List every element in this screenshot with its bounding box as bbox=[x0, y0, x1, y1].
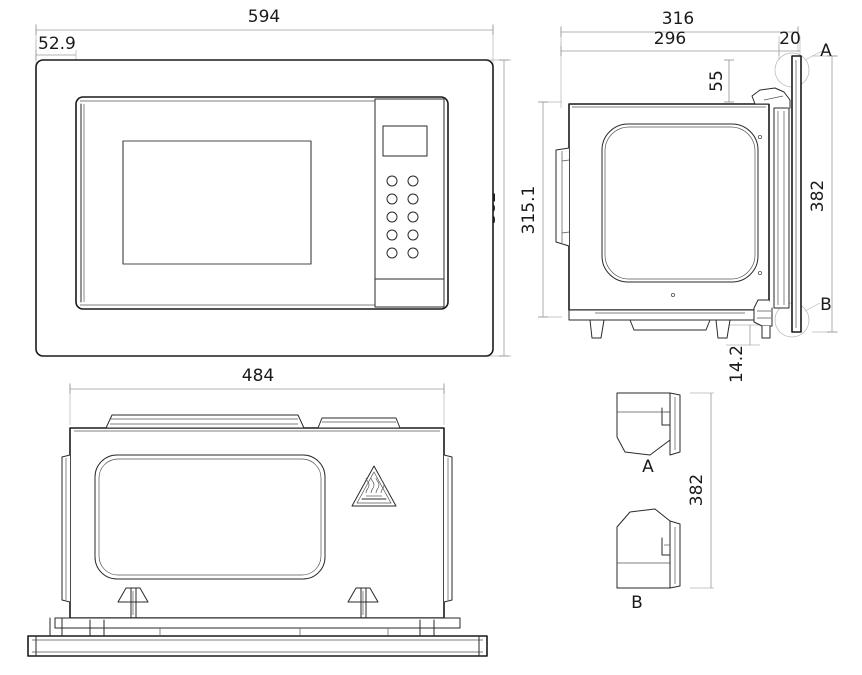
screw-dot bbox=[758, 134, 763, 139]
side-door-flange bbox=[751, 55, 802, 339]
display-screen bbox=[382, 125, 428, 157]
dimension-detail-382: 382 bbox=[687, 392, 714, 589]
top-front-trim bbox=[27, 617, 488, 657]
detail-views: 382 A B bbox=[616, 392, 714, 613]
front-view: 594 52.9 382 bbox=[35, 7, 511, 357]
dim-label-484: 484 bbox=[242, 366, 274, 386]
dimension-side-height-382: 382 bbox=[808, 55, 838, 333]
panel-button[interactable] bbox=[386, 229, 398, 241]
side-cavity bbox=[601, 123, 763, 297]
panel-button[interactable] bbox=[407, 211, 419, 223]
dimension-side-hinge-55: 55 bbox=[707, 59, 734, 103]
hot-surface-warning-symbol bbox=[351, 465, 397, 507]
panel-button[interactable] bbox=[386, 193, 398, 205]
button-grid bbox=[386, 175, 419, 259]
side-view: 316 296 20 55 bbox=[519, 9, 838, 383]
detail-a-label: A bbox=[642, 457, 654, 477]
panel-button[interactable] bbox=[386, 211, 398, 223]
top-mounting-clips bbox=[117, 587, 379, 619]
dim-label-14-2: 14.2 bbox=[727, 345, 747, 383]
detail-a: A bbox=[616, 392, 681, 477]
front-control-panel bbox=[374, 98, 445, 308]
dim-label-55: 55 bbox=[707, 70, 727, 92]
panel-button[interactable] bbox=[407, 229, 419, 241]
detail-b-label: B bbox=[631, 593, 643, 613]
top-panel bbox=[94, 454, 326, 580]
side-feet bbox=[568, 309, 770, 339]
panel-button[interactable] bbox=[407, 193, 419, 205]
detail-b: B bbox=[616, 508, 681, 613]
panel-button[interactable] bbox=[386, 175, 398, 187]
dim-label-315-1: 315.1 bbox=[519, 186, 539, 235]
dim-label-296: 296 bbox=[654, 29, 686, 49]
panel-button[interactable] bbox=[407, 247, 419, 259]
dim-label-20: 20 bbox=[779, 29, 801, 49]
dimension-front-width-594: 594 bbox=[35, 7, 494, 95]
screw-dot bbox=[671, 292, 676, 297]
callout-a-label: A bbox=[820, 41, 832, 61]
dimension-side-foot-14-2: 14.2 bbox=[726, 324, 760, 383]
front-door-window bbox=[122, 140, 312, 265]
panel-button[interactable] bbox=[386, 247, 398, 259]
dimension-side-body-315-1: 315.1 bbox=[519, 101, 562, 318]
dimension-side-flange-20: 20 bbox=[778, 29, 801, 56]
panel-button[interactable] bbox=[407, 175, 419, 187]
dim-label-594: 594 bbox=[248, 7, 280, 27]
dim-label-52-9: 52.9 bbox=[38, 34, 76, 54]
dim-label-side-382: 382 bbox=[808, 180, 828, 212]
callout-a: A bbox=[774, 41, 832, 88]
dim-label-detail-382: 382 bbox=[687, 474, 707, 506]
dimension-top-width-484: 484 bbox=[69, 366, 445, 425]
dimension-side-depth-316: 316 bbox=[560, 9, 799, 52]
top-view: 484 bbox=[27, 366, 488, 657]
callout-b-label: B bbox=[820, 295, 832, 315]
dim-label-316: 316 bbox=[662, 9, 694, 29]
dimension-side-depth-296: 296 bbox=[560, 29, 780, 108]
screw-dot bbox=[758, 270, 763, 275]
top-vent-caps bbox=[105, 414, 401, 429]
